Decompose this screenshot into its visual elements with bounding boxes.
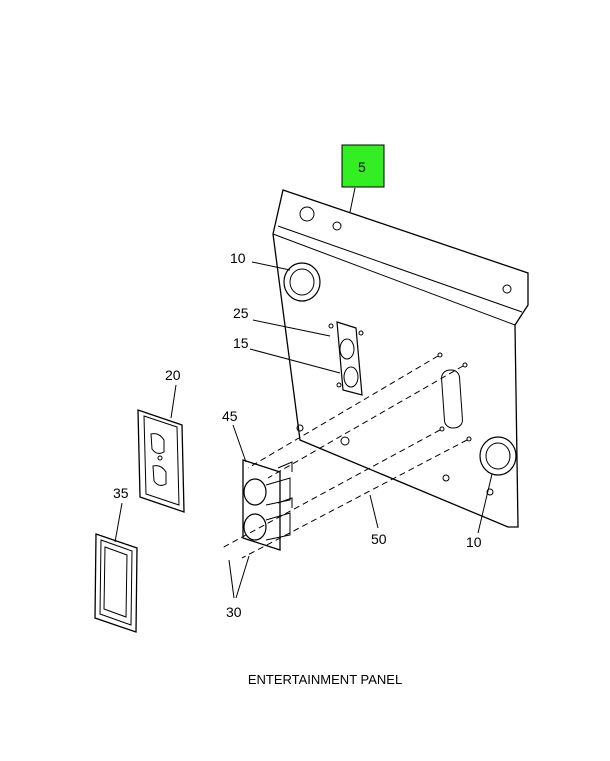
grommet-lower [479, 436, 517, 476]
diagram-caption: ENTERTAINMENT PANEL [247, 672, 403, 687]
duplex-wall-plate [137, 409, 185, 513]
duplex-receptacle [328, 321, 364, 396]
callout-10-upper: 10 [230, 250, 246, 266]
callout-35: 35 [113, 485, 129, 501]
rocker-bezel [94, 533, 138, 633]
power-outlet-assembly [242, 459, 293, 551]
mounting-plate [272, 189, 529, 528]
callout-25: 25 [233, 305, 249, 321]
callout-45: 45 [222, 408, 238, 424]
callout-10-lower: 10 [466, 534, 482, 550]
callout-15: 15 [233, 335, 249, 351]
callout-20: 20 [165, 367, 181, 383]
fastener-lines [221, 352, 472, 559]
callout-5: 5 [358, 159, 366, 175]
callout-5-highlight [341, 144, 385, 188]
grommet-upper [283, 262, 321, 302]
callout-30: 30 [226, 604, 242, 620]
leader-lines [114, 187, 493, 599]
callout-50: 50 [371, 531, 387, 547]
